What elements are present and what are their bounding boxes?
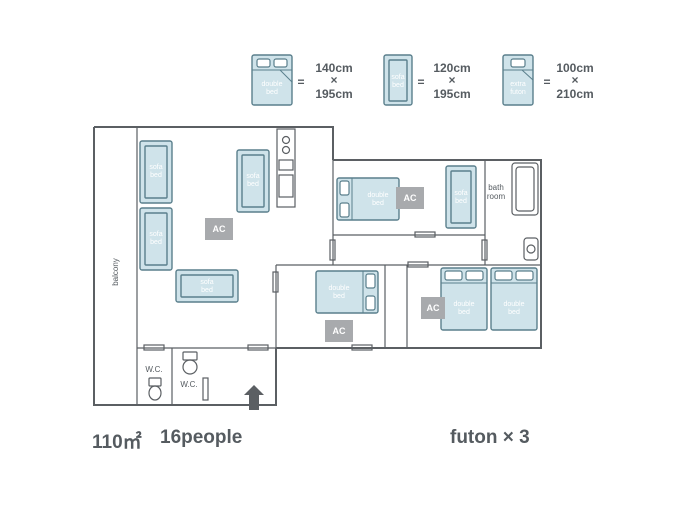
legend-double-label-1: double — [261, 81, 282, 88]
legend-futon-equals: = — [543, 75, 550, 89]
wc-right-label: W.C. — [180, 380, 197, 389]
sofa-bed-living-3-label-2: bed — [247, 181, 259, 188]
bathtub — [511, 162, 539, 216]
ac-unit-living-label: AC — [213, 224, 226, 234]
legend-sofa-bed-icon: sofa bed — [383, 54, 413, 106]
legend-sofa-times: × — [448, 73, 455, 87]
sofa-bed-living-3: sofa bed — [236, 149, 270, 213]
legend-double-bed-icon: double bed — [251, 54, 293, 106]
double-bed-room-3a: double bed — [440, 267, 488, 331]
bath-room-label-2: room — [487, 192, 506, 201]
floor-plan-walls — [93, 126, 542, 406]
legend-futon-times: × — [571, 73, 578, 87]
entrance-arrow-icon — [244, 385, 264, 410]
legend-sofa-equals: = — [417, 75, 424, 89]
legend-sofa-length: 195cm — [433, 87, 470, 101]
legend-futon-label-2: futon — [510, 89, 526, 96]
legend-futon-length: 210cm — [556, 87, 593, 101]
double-bed-room-2-label-1: double — [328, 285, 349, 292]
sofa-bed-room-1: sofa bed — [445, 165, 477, 229]
sofa-bed-living-4: sofa bed — [175, 269, 239, 303]
sofa-bed-living-4-label-2: bed — [201, 287, 213, 294]
legend-double-equals: = — [297, 75, 304, 89]
legend-futon-icon: extra futon — [502, 54, 534, 106]
sink — [523, 237, 539, 261]
double-bed-room-2-label-2: bed — [333, 293, 345, 300]
sofa-bed-living-1: sofa bed — [139, 140, 173, 204]
sofa-bed-living-4-label-1: sofa — [200, 279, 213, 286]
sofa-bed-living-2-label-2: bed — [150, 239, 162, 246]
capacity-text: 16people — [160, 427, 243, 448]
legend-double-times: × — [330, 73, 337, 87]
sofa-bed-living-3-label-1: sofa — [246, 173, 259, 180]
kitchen-counter — [276, 128, 296, 208]
wc-left-label: W.C. — [145, 365, 162, 374]
toilet-right-icon — [182, 351, 198, 375]
double-bed-room-1: double bed — [336, 177, 400, 221]
legend-double-length: 195cm — [315, 87, 352, 101]
ac-unit-room-1-label: AC — [404, 193, 417, 203]
double-bed-room-3b-label-2: bed — [508, 309, 520, 316]
sofa-bed-living-1-label-1: sofa — [149, 164, 162, 171]
sofa-bed-living-2: sofa bed — [139, 207, 173, 271]
double-bed-room-3a-label-1: double — [453, 301, 474, 308]
futon-count-text: futon × 3 — [450, 427, 530, 448]
legend-double-label-2: bed — [266, 89, 278, 96]
sofa-bed-room-1-label-2: bed — [455, 198, 467, 205]
ac-unit-room-2: AC — [325, 320, 353, 342]
double-bed-room-1-label-1: double — [367, 192, 388, 199]
balcony-label: balcony — [111, 258, 120, 286]
sofa-bed-living-1-label-2: bed — [150, 172, 162, 179]
legend-sofa-width: 120cm — [433, 61, 470, 75]
floor-area-text: 110㎡ — [92, 432, 142, 453]
double-bed-room-3b-label-1: double — [503, 301, 524, 308]
ac-unit-room-2-label: AC — [333, 326, 346, 336]
bath-room-label-1: bath — [488, 183, 504, 192]
legend-double-width: 140cm — [315, 61, 352, 75]
toilet-left-icon — [148, 377, 162, 401]
legend-futon-width: 100cm — [556, 61, 593, 75]
ac-unit-room-3: AC — [421, 297, 445, 319]
sofa-bed-room-1-label-1: sofa — [454, 190, 467, 197]
legend-sofa-label-2: bed — [392, 82, 404, 89]
double-bed-room-3a-label-2: bed — [458, 309, 470, 316]
sofa-bed-living-2-label-1: sofa — [149, 231, 162, 238]
legend-sofa-label-1: sofa — [391, 74, 404, 81]
legend-futon-label-1: extra — [510, 81, 526, 88]
ac-unit-room-3-label: AC — [427, 303, 440, 313]
ac-unit-living: AC — [205, 218, 233, 240]
double-bed-room-3b: double bed — [490, 267, 538, 331]
double-bed-room-1-label-2: bed — [372, 200, 384, 207]
double-bed-room-2: double bed — [315, 270, 379, 314]
ac-unit-room-1: AC — [396, 187, 424, 209]
